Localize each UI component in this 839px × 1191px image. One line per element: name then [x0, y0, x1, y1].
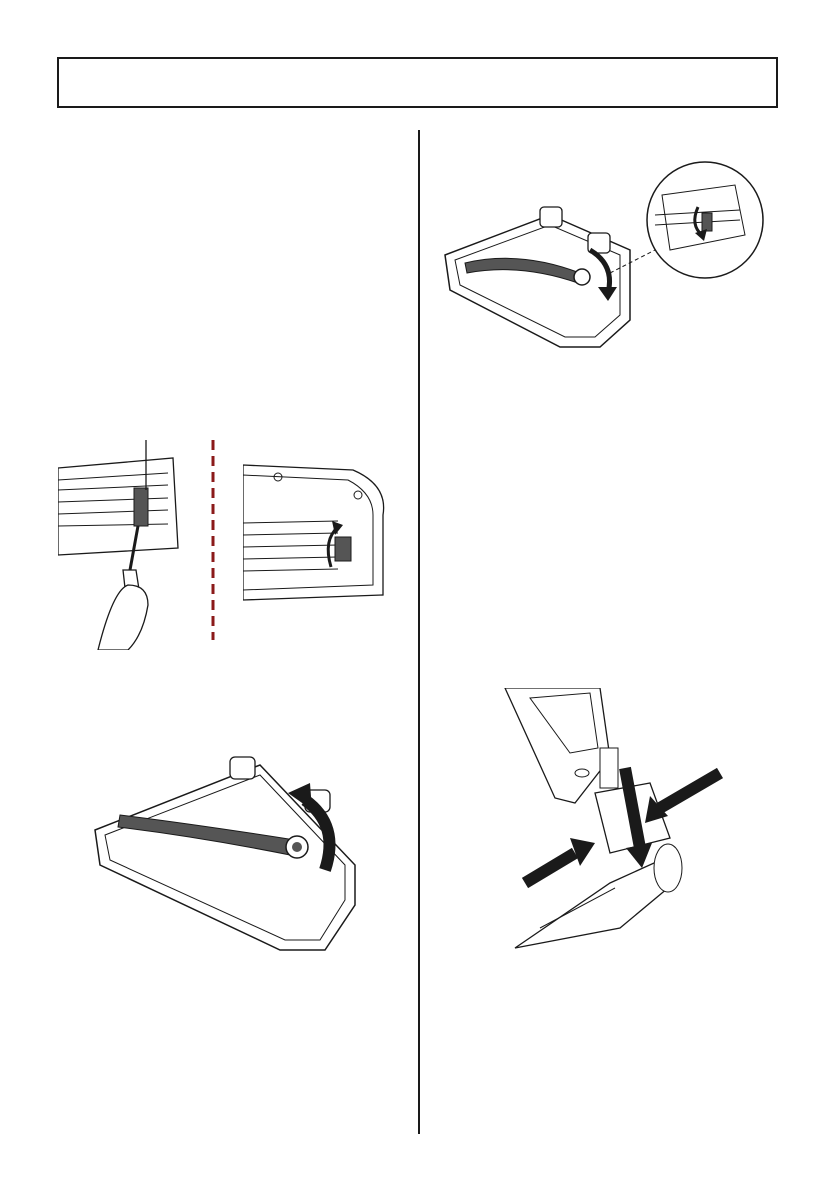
attach-head-icon — [500, 688, 725, 953]
screwdriver-icon — [58, 440, 188, 650]
endcap-rotate-figure — [243, 455, 393, 605]
floor-head-inset-icon — [440, 155, 770, 355]
page-header-box — [57, 57, 778, 108]
brushroll-lift-icon — [90, 755, 365, 955]
brushroll-lift-figure — [90, 755, 365, 955]
floor-head-inset-figure — [440, 155, 770, 355]
dashed-divider — [211, 440, 215, 640]
screwdriver-release-figure — [58, 440, 188, 650]
column-divider — [418, 130, 420, 1134]
endcap-rotate-icon — [243, 455, 393, 605]
attach-head-figure — [500, 688, 725, 953]
